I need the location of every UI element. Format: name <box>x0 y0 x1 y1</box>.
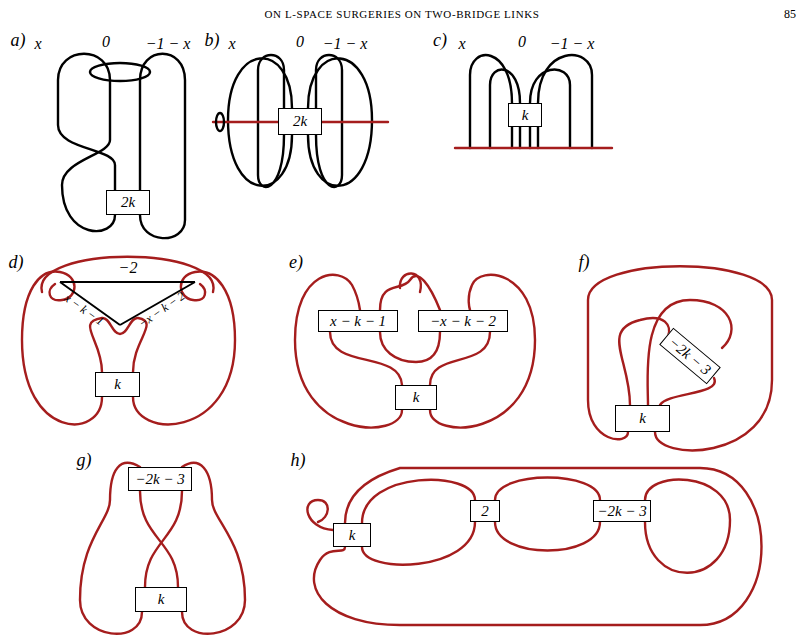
knot-strand <box>22 272 102 425</box>
knot-strand <box>380 332 440 362</box>
surgery-coefficient: 0 <box>102 33 110 51</box>
twist-count: k <box>114 376 121 393</box>
twist-box: 2k <box>106 190 150 215</box>
panel-letter: a) <box>11 30 26 51</box>
panel-letter: g) <box>77 450 92 471</box>
page-number: 85 <box>784 7 796 22</box>
surgery-coefficient: −1 − x <box>550 35 595 53</box>
panel-letter: e) <box>289 252 303 273</box>
knot-strand <box>314 468 762 625</box>
twist-count: k <box>639 410 646 427</box>
axis-loop <box>216 113 224 131</box>
twist-box: x − k − 1 <box>318 310 398 332</box>
twist-count: k <box>413 389 420 406</box>
knot-strand <box>307 500 333 530</box>
twist-box: −2k − 3 <box>659 328 721 385</box>
panel-letter: c) <box>433 30 447 51</box>
twist-box: k <box>395 385 437 410</box>
twist-box: −2k − 3 <box>593 500 651 522</box>
twist-box: 2k <box>278 108 322 135</box>
twist-count: x − k − 1 <box>330 313 386 330</box>
knot-strand <box>619 318 669 405</box>
panel-letter: h) <box>291 450 306 471</box>
surgery-coefficient: 0 <box>296 33 304 51</box>
twist-count: 2k <box>121 194 135 211</box>
twist-box: −x − k − 2 <box>418 310 508 332</box>
arc-strand <box>512 127 538 148</box>
twist-box: k <box>615 405 670 432</box>
unknot-front <box>90 72 150 81</box>
twist-count: −2k − 3 <box>597 503 646 520</box>
framing-weight: −2 <box>119 259 138 277</box>
knot-strand <box>145 491 182 587</box>
twist-count: k <box>349 527 356 544</box>
knot-strand <box>380 276 440 310</box>
knot-strand <box>645 480 730 573</box>
surgery-coefficient: −1 − x <box>323 35 368 53</box>
surgery-coefficient: x <box>458 35 465 53</box>
twist-box: 2 <box>470 500 500 522</box>
twist-count: −x − k − 2 <box>430 313 496 330</box>
panel-letter: b) <box>205 30 220 51</box>
twist-count: k <box>158 591 165 608</box>
panel-letter: d) <box>9 252 24 273</box>
knot-strand <box>362 522 475 565</box>
twist-box: k <box>135 587 187 612</box>
axis-line <box>455 147 612 149</box>
knot-strand <box>330 332 402 385</box>
knot-strand <box>430 275 535 428</box>
running-header: ON L-SPACE SURGERIES ON TWO-BRIDGE LINKS <box>265 8 540 20</box>
panel-letter: f) <box>579 252 590 273</box>
twist-count: −2k − 3 <box>135 471 184 488</box>
framing-weight: −x − k − 2 <box>136 289 188 332</box>
twist-box: k <box>333 523 371 547</box>
twist-box: k <box>95 372 140 397</box>
knot-strand <box>588 266 772 450</box>
surgery-coefficient: x <box>34 35 41 53</box>
knot-strand <box>362 480 475 523</box>
surgery-coefficient: x <box>228 35 235 53</box>
surgery-coefficient: 0 <box>518 33 526 51</box>
knot-strand <box>400 273 421 292</box>
knot-strand <box>495 522 600 551</box>
knot-strand <box>495 478 600 501</box>
twist-count: 2 <box>481 503 489 520</box>
knot-strand <box>648 300 732 405</box>
twist-count: k <box>522 107 529 124</box>
knot-strand <box>295 275 402 428</box>
arc-strand <box>538 55 592 148</box>
twist-box: −2k − 3 <box>128 467 192 491</box>
knot-strand <box>133 272 235 425</box>
twist-count: −2k − 3 <box>666 334 715 379</box>
twist-count: 2k <box>293 113 307 130</box>
twist-box: k <box>508 103 542 127</box>
surgery-coefficient: −1 − x <box>146 35 191 53</box>
